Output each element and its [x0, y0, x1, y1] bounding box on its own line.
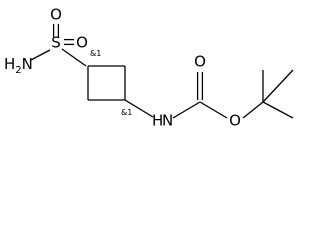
atom-label-o-ester: O — [229, 112, 241, 130]
bond-tbu-methyl-down — [262, 101, 294, 119]
nh2-subscript: 2 — [15, 65, 21, 76]
atom-label-o-carbonyl: O — [194, 53, 206, 71]
bond-s-c-top — [61, 48, 87, 67]
atom-label-n-carbamate: N — [162, 112, 173, 130]
atom-label-h-carbamate: H — [152, 112, 163, 130]
stereo-label-bottom: &1 — [121, 108, 132, 117]
atom-label-o-right: O — [76, 34, 88, 52]
molecule-structure-diagram: O S O H2N N H O O &1 &1 — [4, 6, 294, 130]
atom-label-nh2: H2N — [4, 55, 33, 76]
bond-s-n — [30, 49, 51, 61]
bond-n-c-carbonyl — [172, 101, 201, 119]
nh2-n: N — [22, 55, 33, 73]
atom-label-s: S — [51, 34, 61, 52]
nh2-h: H — [4, 55, 15, 73]
bond-c-bottom-n — [124, 99, 154, 118]
stereo-label-top: &1 — [90, 49, 101, 58]
atom-label-o-top: O — [50, 6, 62, 24]
bond-tbu-methyl-right — [262, 69, 294, 103]
bond-c-o-ester — [199, 101, 228, 119]
bond-o-c-quaternary — [242, 101, 264, 119]
